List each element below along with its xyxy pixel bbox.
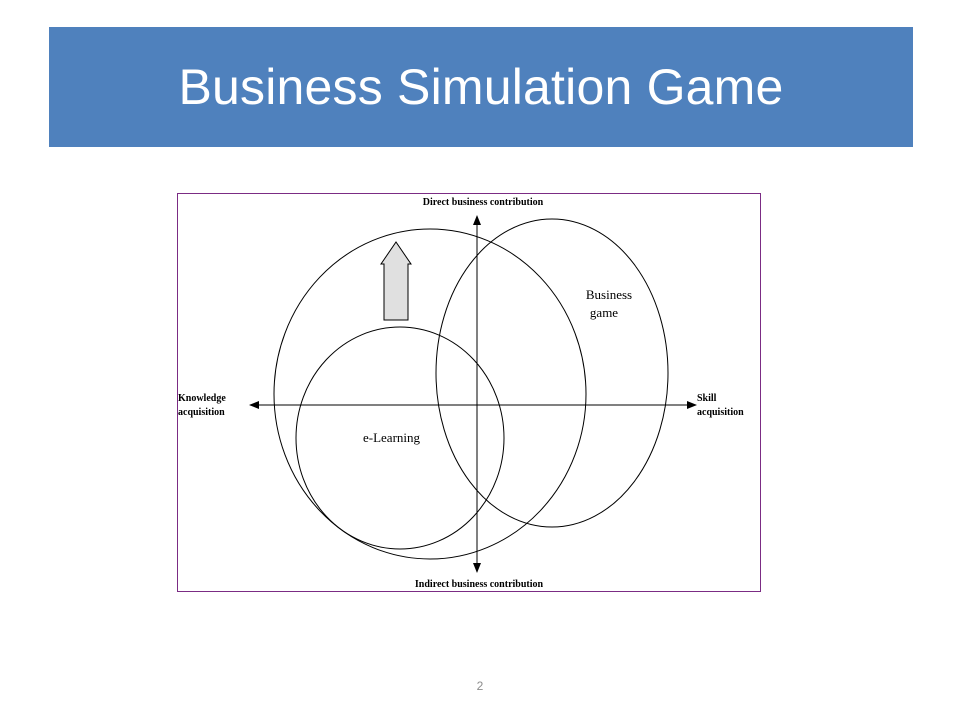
diagram-svg: Direct business contribution Indirect bu… xyxy=(177,193,761,592)
large-circle xyxy=(273,228,587,560)
title-banner: Business Simulation Game xyxy=(49,27,913,147)
axis-label-right-line1: Skill xyxy=(697,393,717,404)
page-number: 2 xyxy=(476,679,484,693)
slide-title: Business Simulation Game xyxy=(178,59,784,115)
region-label-elearning: e-Learning xyxy=(363,430,421,445)
elearning-circle xyxy=(295,326,505,550)
diagram: Direct business contribution Indirect bu… xyxy=(177,193,761,592)
block-up-arrow-icon xyxy=(380,241,412,321)
axis-label-bottom: Indirect business contribution xyxy=(415,579,544,590)
region-label-business-line1: Business xyxy=(586,287,632,302)
diagram-frame xyxy=(177,193,761,592)
axis-label-left-line2: acquisition xyxy=(178,407,225,418)
region-label-business-line2: game xyxy=(590,305,618,320)
business-game-ellipse xyxy=(435,218,669,528)
axis-label-right-line2: acquisition xyxy=(697,407,744,418)
axis-label-top: Direct business contribution xyxy=(423,197,544,208)
axis-label-left-line1: Knowledge xyxy=(178,393,226,404)
